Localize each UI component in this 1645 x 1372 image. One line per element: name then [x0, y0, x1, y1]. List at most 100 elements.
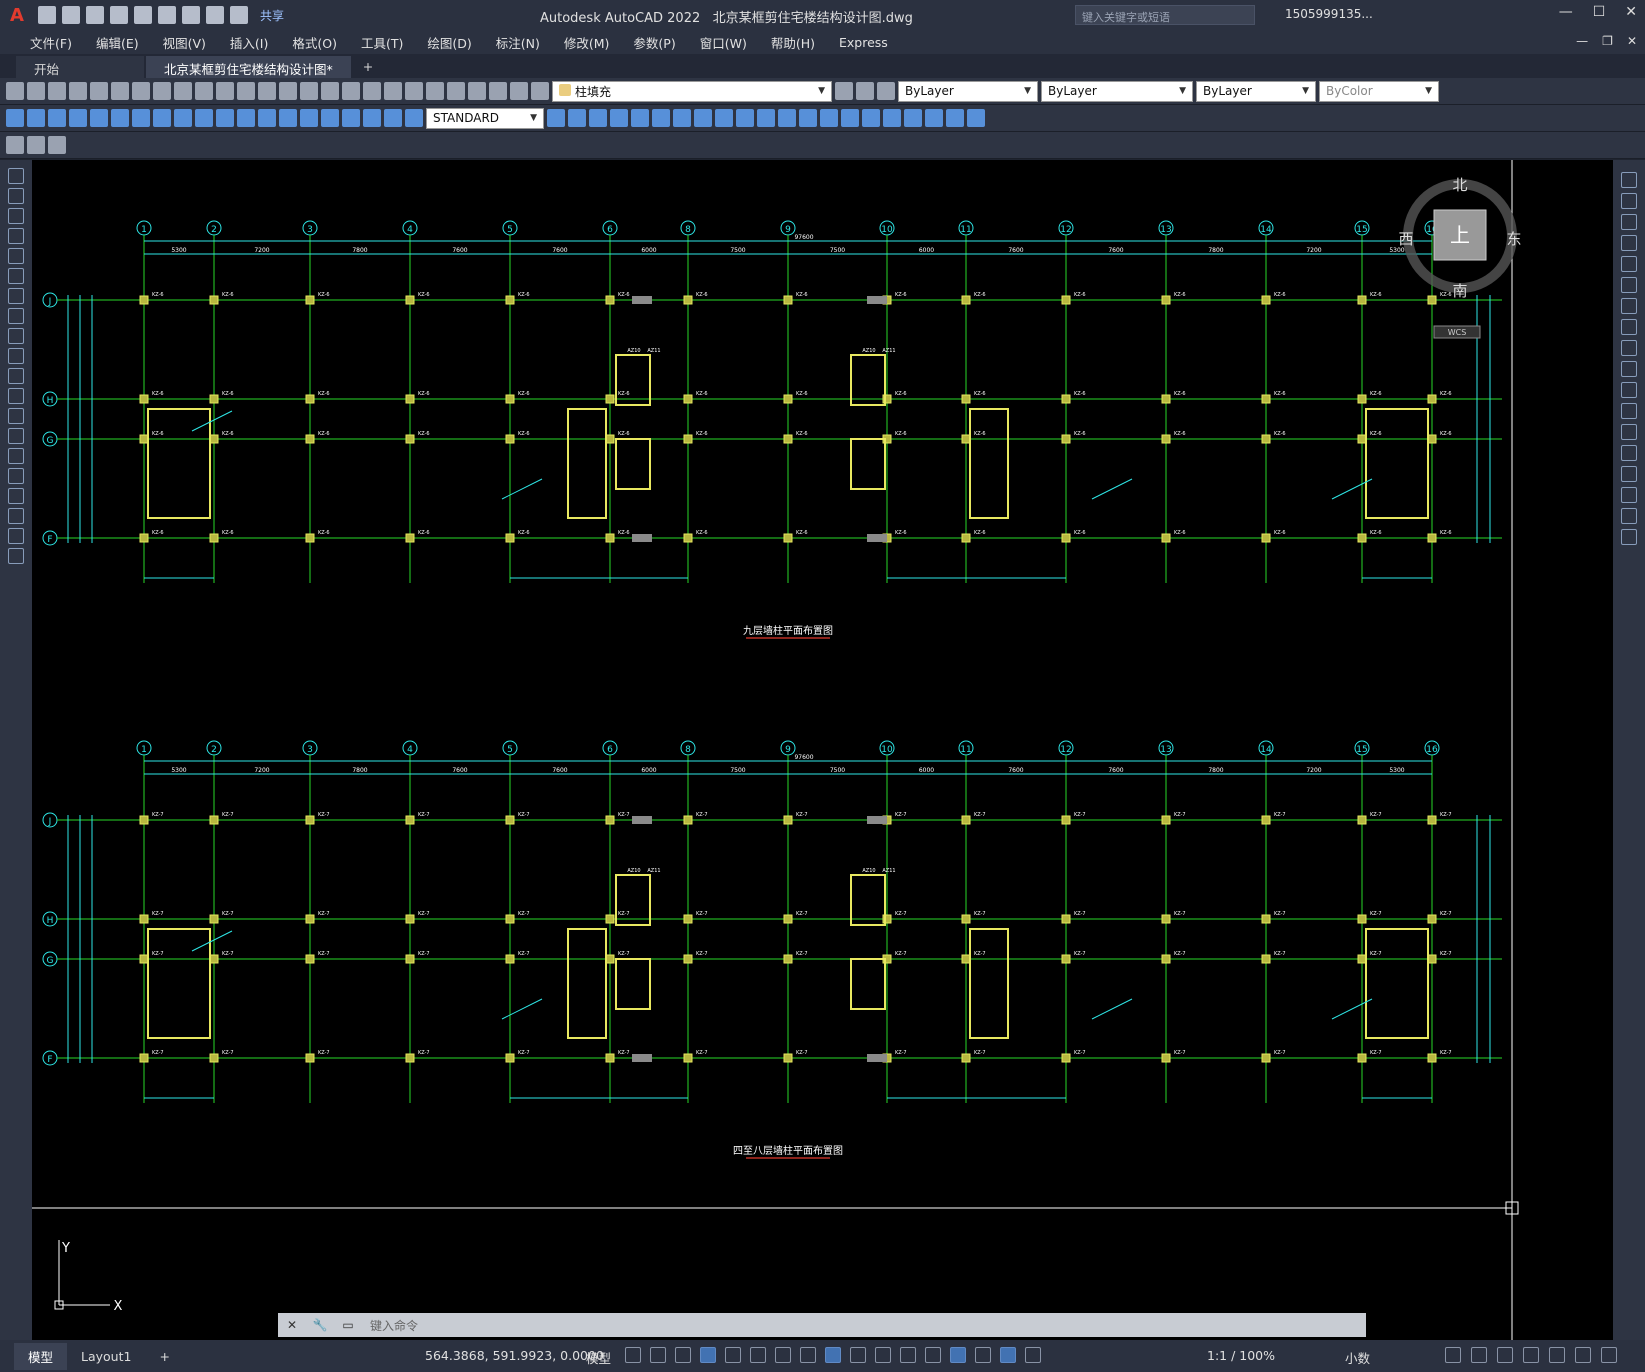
diameter-icon[interactable] — [132, 109, 150, 127]
modify-17-icon[interactable] — [904, 109, 922, 127]
line-icon[interactable] — [8, 168, 24, 184]
lineweight-dropdown[interactable]: ByLayer▼ — [1196, 80, 1316, 102]
spline-icon[interactable] — [8, 328, 24, 344]
hardware-accel-icon[interactable] — [1523, 1347, 1539, 1363]
aligned-dim-icon[interactable] — [27, 109, 45, 127]
menu-parametric[interactable]: 参数(P) — [633, 35, 676, 51]
polar-icon[interactable] — [725, 1347, 741, 1363]
command-line[interactable]: ✕ 🔧 ▭ 键入命令 — [278, 1313, 1366, 1337]
join-icon[interactable] — [1621, 445, 1637, 461]
save-icon[interactable] — [86, 6, 104, 24]
menu-dimension[interactable]: 标注(N) — [495, 35, 540, 51]
menu-view[interactable]: 视图(V) — [162, 35, 206, 51]
explode-icon[interactable] — [1621, 529, 1637, 545]
continue-icon[interactable] — [216, 109, 234, 127]
modify-20-icon[interactable] — [967, 109, 985, 127]
mirror-icon[interactable] — [1621, 214, 1637, 230]
menu-window[interactable]: 窗口(W) — [699, 35, 747, 51]
dimstyle-dropdown[interactable]: STANDARD▼ — [426, 107, 544, 129]
menu-format[interactable]: 格式(O) — [292, 35, 337, 51]
break-at-point-icon[interactable] — [1621, 403, 1637, 419]
doc-close-icon[interactable]: ✕ — [1626, 34, 1637, 48]
modify-11-icon[interactable] — [778, 109, 796, 127]
quick-properties-icon[interactable] — [1445, 1347, 1461, 1363]
preview-icon[interactable] — [90, 82, 108, 100]
table-icon[interactable] — [8, 508, 24, 524]
modify-3-icon[interactable] — [610, 109, 628, 127]
copy-object-icon[interactable] — [1621, 193, 1637, 209]
modify-15-icon[interactable] — [862, 109, 880, 127]
markup-icon[interactable] — [468, 82, 486, 100]
modify-9-icon[interactable] — [736, 109, 754, 127]
undo-icon[interactable] — [206, 6, 224, 24]
units-dropdown[interactable]: 小数 — [1345, 1351, 1371, 1366]
modify-14-icon[interactable] — [841, 109, 859, 127]
search-input[interactable]: 键入关键字或短语 — [1075, 5, 1255, 25]
chamfer-icon[interactable] — [1621, 466, 1637, 482]
image-icon[interactable] — [27, 136, 45, 154]
doc-restore-icon[interactable]: ❐ — [1602, 34, 1613, 48]
table-icon[interactable] — [48, 136, 66, 154]
quickcalc-icon[interactable] — [489, 82, 507, 100]
isolate-objects-icon[interactable] — [1497, 1347, 1513, 1363]
customize-icon[interactable]: 🔧 — [312, 1318, 328, 1332]
menu-express[interactable]: Express — [838, 34, 888, 50]
radius-icon[interactable] — [90, 109, 108, 127]
open-icon[interactable] — [27, 82, 45, 100]
trim-icon[interactable] — [1621, 361, 1637, 377]
selection-cycling-icon[interactable] — [900, 1347, 916, 1363]
modify-2-icon[interactable] — [589, 109, 607, 127]
quick-dim-icon[interactable] — [174, 109, 192, 127]
menu-modify[interactable]: 修改(M) — [563, 35, 610, 51]
menu-tools[interactable]: 工具(T) — [360, 35, 404, 51]
erase-icon[interactable] — [1621, 172, 1637, 188]
cut-icon[interactable] — [153, 82, 171, 100]
transparency-icon[interactable] — [875, 1347, 891, 1363]
modify-4-icon[interactable] — [631, 109, 649, 127]
grid-icon[interactable] — [625, 1347, 641, 1363]
menu-edit[interactable]: 编辑(E) — [95, 35, 139, 51]
modify-1-icon[interactable] — [568, 109, 586, 127]
snap-icon[interactable] — [650, 1347, 666, 1363]
annotation-monitor-icon[interactable] — [950, 1347, 966, 1363]
region-icon[interactable] — [8, 488, 24, 504]
tab-layout1[interactable]: Layout1 — [81, 1348, 132, 1364]
zoom-previous-icon[interactable] — [363, 82, 381, 100]
dim-update-icon[interactable] — [405, 109, 423, 127]
revision-cloud-icon[interactable] — [8, 308, 24, 324]
hatch-icon[interactable] — [8, 448, 24, 464]
plotstyle-dropdown[interactable]: ByColor▼ — [1319, 80, 1439, 102]
lineweight-icon[interactable] — [850, 1347, 866, 1363]
ordinate-icon[interactable] — [69, 109, 87, 127]
close-command-icon[interactable]: ✕ — [286, 1318, 298, 1332]
layer-properties-icon[interactable] — [531, 82, 549, 100]
text-edit-icon[interactable] — [6, 136, 24, 154]
tolerance-icon[interactable] — [279, 109, 297, 127]
angular-icon[interactable] — [153, 109, 171, 127]
zoom-window-icon[interactable] — [342, 82, 360, 100]
arc-length-icon[interactable] — [48, 109, 66, 127]
menu-file[interactable]: 文件(F) — [30, 35, 72, 51]
model-space-toggle[interactable]: 模型 — [586, 1351, 612, 1366]
linetype-dropdown[interactable]: ByLayer▼ — [1041, 80, 1193, 102]
rectangle-icon[interactable] — [8, 248, 24, 264]
osnap-icon[interactable] — [800, 1347, 816, 1363]
gizmo-icon[interactable] — [975, 1347, 991, 1363]
make-block-icon[interactable] — [8, 408, 24, 424]
save-as-icon[interactable] — [110, 6, 128, 24]
new-file-icon[interactable] — [38, 6, 56, 24]
maximize-icon[interactable]: ☐ — [1592, 4, 1606, 20]
open-web-icon[interactable] — [134, 6, 152, 24]
clean-screen-icon[interactable] — [1549, 1347, 1565, 1363]
properties-icon[interactable] — [384, 82, 402, 100]
layer-match-icon[interactable] — [877, 82, 895, 100]
annotation-visibility-icon[interactable] — [1000, 1347, 1016, 1363]
tab-drawing[interactable]: 北京某框剪住宅楼结构设计图* — [146, 56, 351, 78]
construction-line-icon[interactable] — [8, 188, 24, 204]
help-icon[interactable] — [510, 82, 528, 100]
inspection-icon[interactable] — [321, 109, 339, 127]
scale-icon[interactable] — [1621, 319, 1637, 335]
dim-space-icon[interactable] — [237, 109, 255, 127]
redo-icon[interactable] — [230, 6, 248, 24]
center-mark-icon[interactable] — [300, 109, 318, 127]
